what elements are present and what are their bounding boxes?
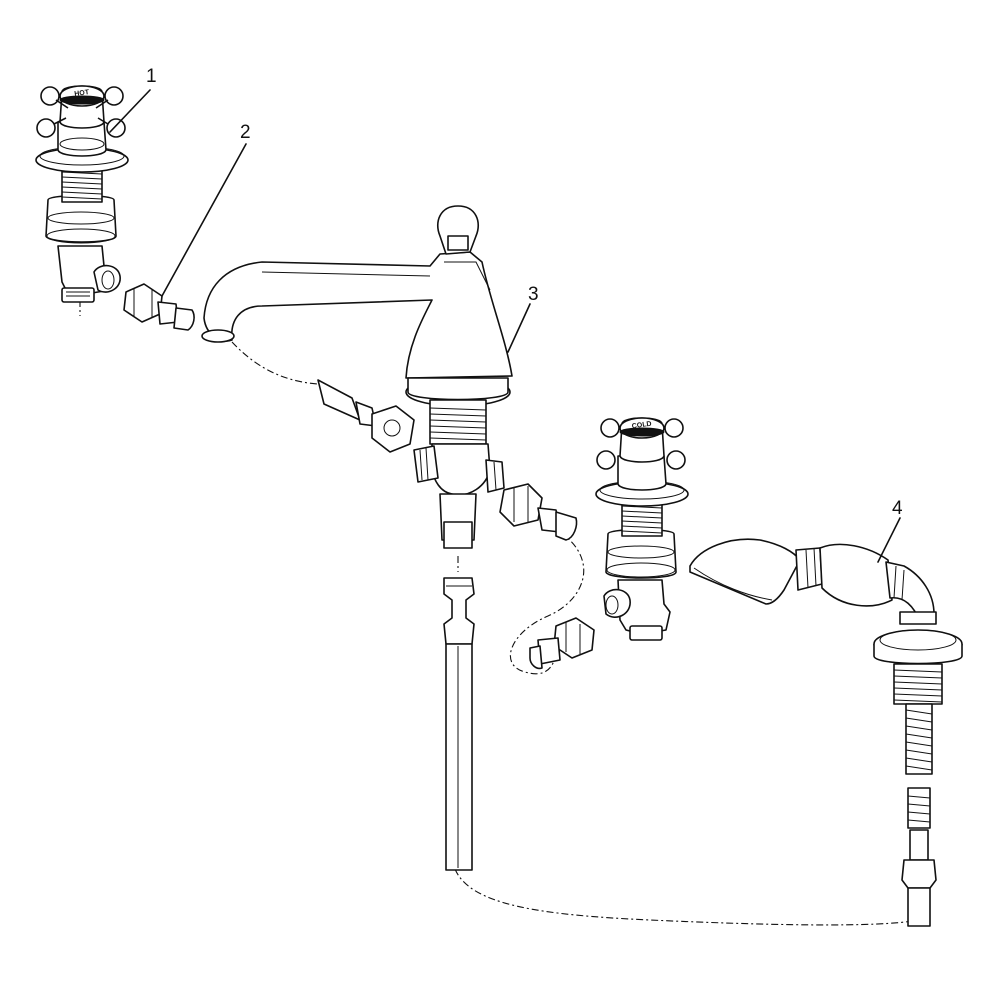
spout-assembly (201, 205, 578, 871)
callouts: 1 2 3 4 (109, 66, 903, 563)
callout-2-leader (161, 143, 247, 297)
hand-shower (689, 538, 963, 927)
cold-valve: COLD (529, 417, 689, 670)
hot-valve: HOT (35, 85, 129, 303)
callout-3-number: 3 (528, 284, 539, 305)
callout-1-number: 1 (146, 66, 157, 87)
callout-2-number: 2 (240, 122, 251, 143)
callout-3-leader (507, 303, 531, 353)
cold-cap-label: COLD (631, 421, 652, 431)
cold-hose-path (509, 531, 585, 675)
callout-4-leader (877, 517, 901, 563)
hot-cap-label: HOT (74, 89, 90, 98)
spout-hose-path (231, 341, 319, 385)
callout-1-leader (109, 89, 151, 133)
hand-shower-hose-path (454, 868, 919, 926)
supply-connector (123, 283, 195, 331)
callout-4-number: 4 (892, 498, 903, 519)
